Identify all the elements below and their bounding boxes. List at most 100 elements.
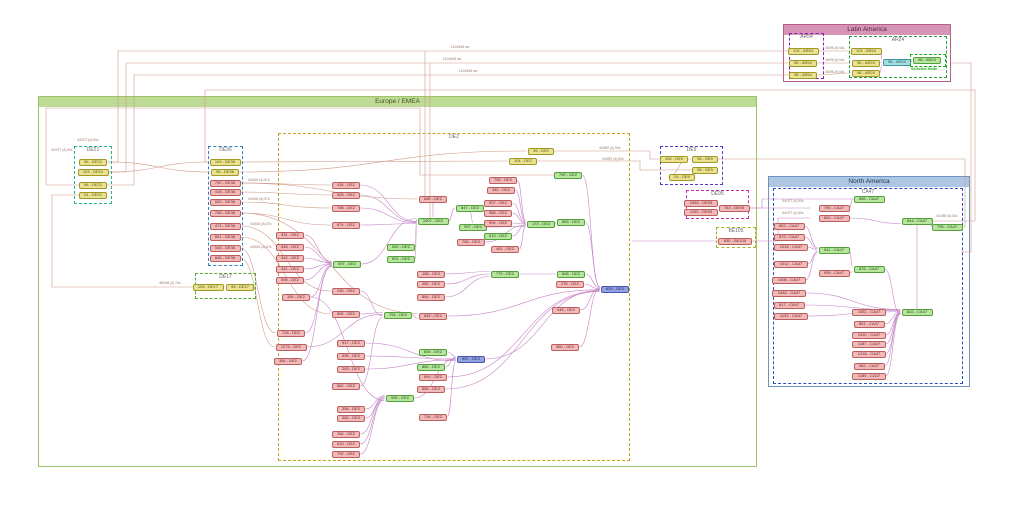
node-de2-154[interactable]: 154 - DE2 (281, 293, 311, 301)
node-de2-343[interactable]: 343 - DE2 (275, 254, 305, 262)
node-ca-1020[interactable]: 1020 - CA47 (852, 331, 886, 339)
node-ar54-104[interactable]: 104 - AR54 (787, 47, 819, 55)
node-ar54-98[interactable]: 98 - AR54 (788, 71, 818, 79)
node-de2-674[interactable]: 674 - DE2 (331, 221, 361, 229)
node-de36-474[interactable]: 474 - DE36 (209, 222, 241, 230)
node-de36-548[interactable]: 548 - DE36 (209, 244, 241, 252)
node-de17-104[interactable]: 104 - DE17 (192, 283, 224, 291)
node-de2-382[interactable]: 382 - DE2 (416, 280, 446, 288)
node-ar24-hub[interactable]: 96 - AR24 (882, 58, 912, 66)
node-de2-907[interactable]: 907 - DE2 (483, 199, 513, 207)
node-ca-1218[interactable]: 1218 - CA47 (852, 350, 886, 358)
node-de2-595[interactable]: 595 - DE2 (275, 276, 305, 284)
node-de2-290[interactable]: 290 - DE2 (331, 287, 361, 295)
node-de2-416[interactable]: 416 - DE2 (331, 181, 361, 189)
node-ca-939[interactable]: 939 - CA47 (818, 269, 850, 277)
node-ca-851[interactable]: 851 - CA47 (853, 320, 885, 328)
node-ca-852[interactable]: 852 - CA47 (773, 222, 805, 230)
node-ca-1081[interactable]: 1081 - CA47 (852, 308, 886, 316)
node-de2-461[interactable]: 461 - DE2 (490, 245, 520, 253)
node-de2-525[interactable]: 525 - DE2 (331, 191, 361, 199)
node-de2-756[interactable]: 756 - DE2 (456, 238, 486, 246)
node-de2-592[interactable]: 592 - DE2 (386, 243, 416, 251)
node-de2-794[interactable]: 794 - DE2 (383, 311, 413, 319)
node-ca-800[interactable]: 800 - CA47 (818, 214, 850, 222)
node-de2-364[interactable]: 364 - DE2 (273, 357, 303, 365)
node-de2-597[interactable]: 597 - DE2 (332, 260, 362, 268)
node-de2-853[interactable]: 853 - DE2 (556, 218, 586, 226)
node-ca-817[interactable]: 817 - CA47 (773, 301, 805, 309)
node-ca-879[interactable]: 879 - CA47 (773, 233, 805, 241)
node-de2-957[interactable]: 957 - DE2 (456, 355, 486, 363)
node-de2-779[interactable]: 779 - DE2 (490, 270, 520, 278)
node-de2-755[interactable]: 755 - DE2 (488, 176, 518, 184)
node-de2-610[interactable]: 610 - DE2 (331, 440, 361, 448)
node-de36-790[interactable]: 790 - DE36 (209, 179, 241, 187)
node-de36-418[interactable]: 418 - DE36 (209, 188, 241, 196)
node-de2-847[interactable]: 847 - DE2 (455, 204, 485, 212)
node-de2-340[interactable]: 340 - DE2 (486, 186, 516, 194)
node-ca-1018[interactable]: 1018 - CA47 (774, 243, 808, 251)
node-ca-878[interactable]: 878 - CA47 (853, 265, 885, 273)
node-de2-864[interactable]: 864 - DE2 (416, 293, 446, 301)
node-de2-790[interactable]: 790 - DE2 (553, 171, 583, 179)
node-ca-1187[interactable]: 1187 - CA47 (852, 340, 886, 348)
node-de2-959[interactable]: 959 - DE2 (385, 394, 415, 402)
node-de2-849[interactable]: 849 - DE2 (418, 373, 448, 381)
node-de2-331[interactable]: 331 - DE2 (275, 231, 305, 239)
node-de2-865[interactable]: 865 - DE2 (416, 385, 446, 393)
node-de36-748[interactable]: 748 - DE36 (209, 209, 241, 217)
node-ar24-sel[interactable]: 98 - AR24 (912, 56, 942, 64)
node-de2-988[interactable]: 988 - DE2 (483, 209, 513, 217)
node-de2-354[interactable]: 354 - DE2 (336, 414, 366, 422)
node-de2-548[interactable]: 548 - DE2 (275, 243, 305, 251)
node-de2-441[interactable]: 441 - DE2 (275, 265, 305, 273)
node-ca-1008[interactable]: 1008 - CA47 (772, 276, 806, 284)
node-de9-24[interactable]: 24 - DE9 (668, 173, 696, 181)
node-ar24-96[interactable]: 96 - AR24 (851, 59, 881, 67)
node-be105-830[interactable]: 830 - BE105 (718, 237, 752, 245)
node-de2-1273[interactable]: 1273 - DE2 (275, 343, 307, 351)
node-de2-173[interactable]: 173 - DE2 (526, 220, 556, 228)
node-ca-1012[interactable]: 1012 - CA47 (774, 260, 808, 268)
node-de2-764[interactable]: 764 - DE2 (331, 430, 361, 438)
node-de2-758[interactable]: 758 - DE2 (331, 204, 361, 212)
node-de2-801[interactable]: 801 - DE2 (386, 255, 416, 263)
node-de9-98[interactable]: 98 - DE9 (691, 166, 719, 174)
node-de2-728[interactable]: 728 - DE2 (276, 329, 306, 337)
node-ca-556[interactable]: 556 - CA47 (853, 195, 885, 203)
node-de17-96[interactable]: 96 - DE17 (225, 283, 255, 291)
node-de36-532[interactable]: 532 - DE36 (209, 198, 241, 206)
node-de2-665[interactable]: 665 - DE2 (418, 195, 448, 203)
node-de2-598[interactable]: 598 - DE2 (336, 352, 366, 360)
node-ca-790[interactable]: 790 - CA47 (818, 204, 850, 212)
node-de2-960[interactable]: 960 - DE2 (550, 343, 580, 351)
node-de36-104[interactable]: 104 - DE36 (209, 158, 241, 166)
node-de36-96[interactable]: 96 - DE36 (210, 168, 240, 176)
node-de21-98[interactable]: 98 - DE21 (78, 181, 108, 189)
node-de2-806[interactable]: 806 - DE2 (418, 348, 448, 356)
node-de2-275[interactable]: 275 - DE2 (555, 280, 585, 288)
node-de36-846[interactable]: 846 - DE36 (209, 254, 241, 262)
node-de2-845[interactable]: 845 - DE2 (418, 312, 448, 320)
node-de9-96[interactable]: 96 - DE9 (691, 155, 719, 163)
node-de2-562[interactable]: 562 - DE2 (331, 382, 361, 390)
node-de21-104[interactable]: 104 - DE21 (77, 168, 109, 176)
node-de2-358[interactable]: 358 - DE2 (336, 405, 366, 413)
node-ca-795[interactable]: 795 - CA47 (931, 223, 963, 231)
node-ca-1185[interactable]: 1185 - CA47 (852, 372, 886, 380)
node-de2-997[interactable]: 997 - DE2 (458, 223, 488, 231)
node-de2-158[interactable]: 158 - DE2 (416, 270, 446, 278)
node-de2-917[interactable]: 917 - DE2 (336, 339, 366, 347)
node-de2-629[interactable]: 629 - DE2 (600, 285, 630, 293)
node-de2-96[interactable]: 96 - DE2 (527, 147, 555, 155)
node-de95-1063[interactable]: 1063 - DE95 (684, 199, 718, 207)
node-ca-822[interactable]: 822 - CA47 (901, 308, 933, 316)
node-ca-1133[interactable]: 1133 - CA47 (774, 312, 808, 320)
node-ca-1048[interactable]: 1048 - CA47 (772, 289, 806, 297)
node-ar24-104[interactable]: 104 - AR24 (850, 47, 882, 55)
node-ca-941[interactable]: 941 - CA47 (818, 246, 850, 254)
node-de21-96[interactable]: 96 - DE21 (78, 158, 108, 166)
node-ar54-96[interactable]: 96 - AR54 (788, 59, 818, 67)
node-ar24-98[interactable]: 98 - AR24 (851, 69, 881, 77)
